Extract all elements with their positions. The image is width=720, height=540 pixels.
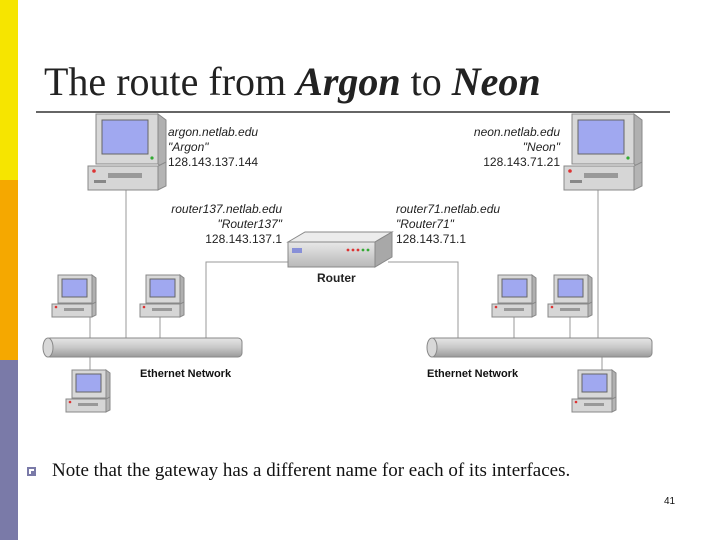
argon-dns: argon.netlab.edu (168, 125, 258, 139)
ethernet-pipe-right (426, 337, 653, 358)
neon-name: "Neon" (523, 140, 561, 154)
router-label: Router (317, 271, 356, 285)
ethernet-pipe-left (42, 337, 243, 358)
pc-right-2 (547, 274, 593, 318)
sidebar-yellow-block (0, 0, 18, 180)
router71-ip: 128.143.71.1 (396, 232, 466, 246)
neon-dns: neon.netlab.edu (474, 125, 560, 139)
pc-left-2 (139, 274, 185, 318)
router137-dns: router137.netlab.edu (171, 202, 282, 216)
title-part-argon: Argon (296, 59, 401, 104)
router71-name: "Router71" (396, 217, 455, 231)
argon-computer (87, 113, 167, 191)
argon-labels: argon.netlab.edu "Argon" 128.143.137.144 (168, 125, 258, 169)
argon-ip: 128.143.137.144 (168, 155, 258, 169)
title-part-1: The route from (44, 59, 297, 104)
pc-left-1 (51, 274, 97, 318)
pc-left-3 (65, 369, 111, 413)
title-underline (36, 111, 670, 113)
router137-ip: 128.143.137.1 (205, 232, 282, 246)
sidebar-purple-block (0, 360, 18, 540)
router137-name: "Router137" (217, 217, 282, 231)
bullet-square-icon (27, 467, 36, 476)
neon-computer (563, 113, 643, 191)
page-number: 41 (664, 496, 676, 507)
title-part-neon: Neon (451, 59, 541, 104)
note-text: Note that the gateway has a different na… (52, 460, 571, 481)
neon-ip: 128.143.71.21 (483, 155, 560, 169)
sidebar-orange-block (0, 180, 18, 360)
ethernet-label-right: Ethernet Network (427, 368, 519, 380)
argon-name: "Argon" (168, 140, 209, 154)
pc-right-3 (571, 369, 617, 413)
neon-labels: neon.netlab.edu "Neon" 128.143.71.21 (474, 125, 561, 169)
title-part-3: to (400, 59, 452, 104)
slide-title: The route from Argon to Neon (44, 58, 541, 105)
pc-right-1 (491, 274, 537, 318)
router71-dns: router71.netlab.edu (396, 202, 500, 216)
router71-labels: router71.netlab.edu "Router71" 128.143.7… (396, 202, 500, 246)
router137-labels: router137.netlab.edu "Router137" 128.143… (171, 202, 283, 246)
ethernet-label-left: Ethernet Network (140, 368, 232, 380)
router-device (286, 231, 394, 268)
sidebar-stripe (0, 0, 18, 540)
network-diagram: Router argon.netlab.edu "Argon" 128.143.… (42, 113, 653, 413)
